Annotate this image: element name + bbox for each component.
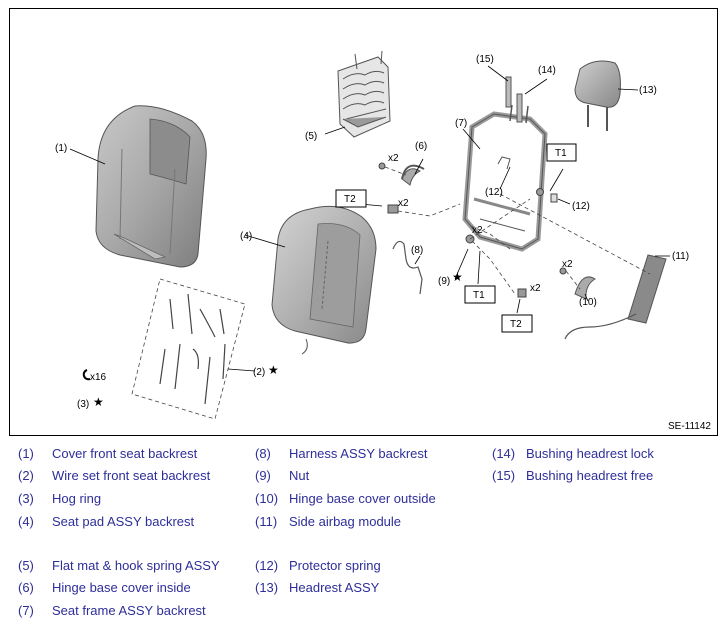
diagram-canvas: (1) (4) (5) (6) (7) (12) (8) (9) (10) (1… xyxy=(55,50,689,420)
torque-t1-top: T1 xyxy=(555,148,567,159)
callout-13: (13) xyxy=(639,85,657,96)
callout-1: (1) xyxy=(55,143,67,154)
callout-8: (8) xyxy=(411,245,423,256)
assembly-lines xyxy=(384,166,651,295)
legend-item-11: (11)Side airbag module xyxy=(255,514,402,529)
legend-item-4: (4)Seat pad ASSY backrest xyxy=(18,514,195,529)
star-mark-9: ★ xyxy=(452,270,463,284)
callout-6: (6) xyxy=(415,141,427,152)
qty-x2-bolt: x2 xyxy=(530,283,541,294)
qty-x2-10: x2 xyxy=(562,259,573,270)
legend-item-8: (8)Harness ASSY backrest xyxy=(255,446,428,461)
callout-12b: (12) xyxy=(572,201,590,212)
qty-x2-9: x2 xyxy=(472,225,483,236)
torque-box-t1-top xyxy=(546,143,577,162)
legend-item-5: (5)Flat mat & hook spring ASSY xyxy=(18,558,220,573)
torque-t1-bottom: T1 xyxy=(473,290,485,301)
figure-code: SE-11142 xyxy=(668,421,711,432)
legend-item-12: (12)Protector spring xyxy=(255,558,381,573)
bushing-part xyxy=(505,76,523,123)
torque-box-t1-bottom xyxy=(464,285,496,304)
legend-item-7: (7)Seat frame ASSY backrest xyxy=(18,603,206,618)
callout-15: (15) xyxy=(476,54,494,65)
legend-item-14: (14)Bushing headrest lock xyxy=(492,446,654,461)
side-airbag-module-part xyxy=(564,254,667,340)
callout-9: (9) xyxy=(438,276,450,287)
torque-box-t2-bottom xyxy=(501,314,533,333)
legend-item-3: (3)Hog ring xyxy=(18,491,102,506)
hinge-cover-outside-part xyxy=(574,276,596,300)
star-mark-3: ★ xyxy=(93,395,104,409)
torque-t2-left: T2 xyxy=(344,194,356,205)
exploded-diagram: (1) (4) (5) (6) (7) (12) (8) (9) (10) (1… xyxy=(9,8,718,436)
legend-item-15: (15)Bushing headrest free xyxy=(492,468,654,483)
callout-11: (11) xyxy=(672,251,689,262)
cover-front-seat-backrest-part xyxy=(95,105,207,268)
seat-pad-backrest-part xyxy=(271,205,377,355)
callout-12a: (12) xyxy=(485,187,503,198)
qty-x2-6: x2 xyxy=(388,153,399,164)
leader-lines xyxy=(69,65,670,372)
legend-item-9: (9)Nut xyxy=(255,468,310,483)
hinge-cover-inside-part xyxy=(401,164,425,186)
wire-set-backrest-part xyxy=(131,278,246,420)
callout-2: (2) xyxy=(253,367,265,378)
callout-7: (7) xyxy=(455,118,467,129)
flat-mat-hook-spring-part xyxy=(337,50,391,138)
star-mark-2: ★ xyxy=(268,363,279,377)
headrest-part xyxy=(574,60,621,131)
callout-3: (3) xyxy=(77,399,89,410)
torque-box-t2-left xyxy=(335,189,367,208)
hog-ring-icon xyxy=(82,369,91,381)
harness-backrest-part xyxy=(392,240,423,295)
torque-t2-bottom: T2 xyxy=(510,319,522,330)
seat-frame-backrest-part xyxy=(462,104,548,252)
callout-5: (5) xyxy=(305,131,317,142)
callout-10: (10) xyxy=(579,297,597,308)
legend-item-13: (13)Headrest ASSY xyxy=(255,580,380,595)
callout-4: (4) xyxy=(240,231,252,242)
legend-item-10: (10)Hinge base cover outside xyxy=(255,491,436,506)
legend-item-1: (1)Cover front seat backrest xyxy=(18,446,198,461)
legend-item-6: (6)Hinge base cover inside xyxy=(18,580,191,595)
callout-14: (14) xyxy=(538,65,556,76)
parts-legend: (1)Cover front seat backrest (2)Wire set… xyxy=(0,440,727,626)
qty-x2-t2: x2 xyxy=(398,198,409,209)
qty-x16: x16 xyxy=(90,372,107,383)
legend-item-2: (2)Wire set front seat backrest xyxy=(18,468,211,483)
